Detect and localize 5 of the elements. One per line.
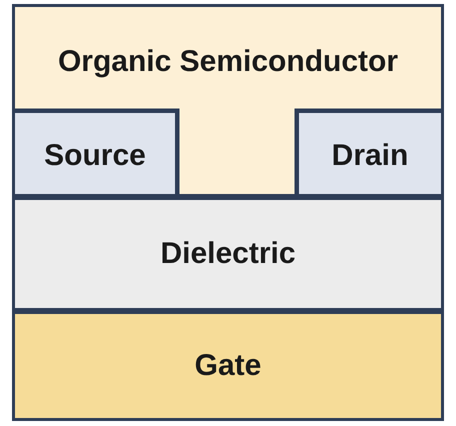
layer-label: Dielectric [160,237,296,271]
layer-label: Gate [194,349,262,383]
layer-label: Source [44,139,146,173]
layer-label: Drain [332,139,408,173]
layer-label: Organic Semiconductor [58,45,398,79]
